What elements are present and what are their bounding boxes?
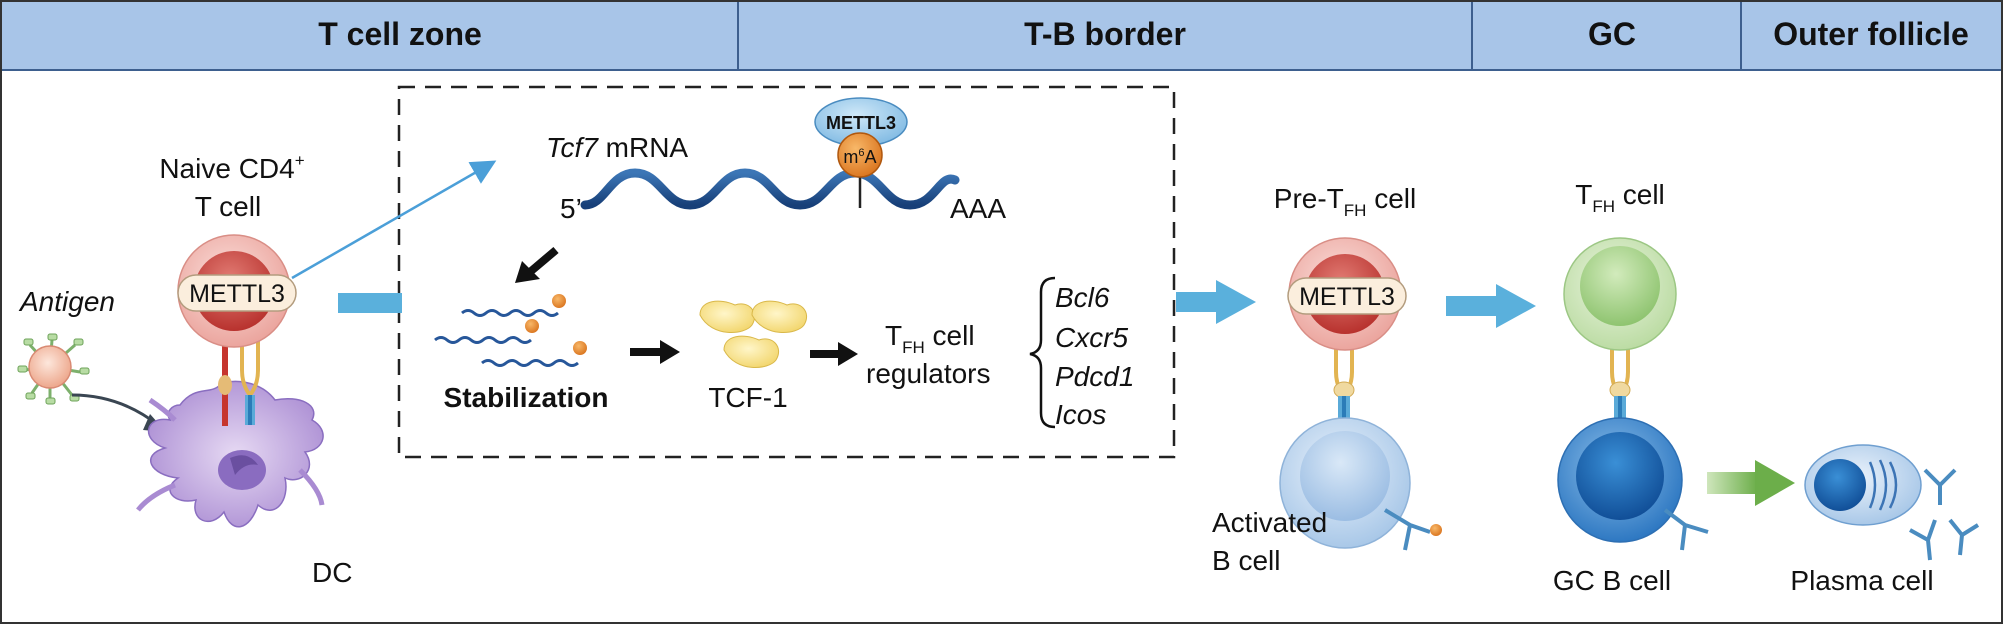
mrna-polya: AAA: [950, 193, 1006, 224]
activated-b-label-1: Activated: [1212, 507, 1327, 538]
gene-brace: [1029, 276, 1056, 429]
svg-text:TFH cell: TFH cell: [1575, 179, 1665, 216]
gene-icos: Icos: [1055, 399, 1106, 430]
pre-tfh-mettl3-label: METTL3: [1299, 283, 1395, 311]
svg-text:TFH cell: TFH cell: [885, 320, 975, 357]
zone-outer-follicle: Outer follicle: [1773, 16, 1969, 52]
arrow-to-regulators: [810, 342, 858, 366]
gc-b-cell: [1557, 417, 1709, 551]
svg-text:Pre-TFH cell: Pre-TFH cell: [1274, 183, 1416, 220]
tfh-receptor: [1609, 348, 1631, 426]
dc-label: DC: [312, 557, 352, 588]
stabilization-label: Stabilization: [444, 382, 609, 413]
tfh-regulators: TFH cell regulators: [866, 320, 991, 389]
antigen-label: Antigen: [18, 286, 115, 317]
mrna-five-prime: 5’: [560, 193, 582, 224]
mrna-suffix: mRNA: [598, 132, 689, 163]
activated-b-label-2: B cell: [1212, 545, 1280, 576]
regulators-label: regulators: [866, 358, 991, 389]
plasma-label: Plasma cell: [1790, 565, 1933, 596]
tcf1-label: TCF-1: [708, 382, 787, 413]
tcf1-proteins: TCF-1: [699, 300, 808, 413]
naive-mettl3-label: METTL3: [189, 280, 285, 308]
tfh-label: TFH cell: [1575, 179, 1665, 216]
stabilization-arrow: [515, 246, 559, 283]
gene-cxcr5: Cxcr5: [1055, 322, 1129, 353]
antigen-uptake-arrow: [71, 393, 159, 427]
arrow-to-tcf1: [630, 340, 680, 364]
arrow-to-tfh: [1446, 284, 1536, 328]
arrow-to-plasma: [1707, 460, 1795, 506]
mrna-strand: [580, 168, 960, 210]
zone-t-b-border: T-B border: [1024, 16, 1186, 52]
arrow-to-pre-tfh: [1176, 280, 1256, 324]
tfh-cell: [1563, 237, 1677, 351]
svg-text:m6A: m6A: [843, 147, 876, 167]
svg-text:Tcf7 mRNA: Tcf7 mRNA: [546, 132, 688, 163]
antigen: Antigen: [17, 286, 166, 432]
gene-pdcd1: Pdcd1: [1055, 361, 1134, 392]
naive-t-cell: METTL3: [177, 234, 297, 348]
naive-label-sup: +: [295, 151, 305, 170]
mettl3-to-mrna-arrow: [291, 160, 497, 280]
activated-b-cell: [1279, 417, 1442, 551]
mrna-writer-label: METTL3: [826, 113, 896, 133]
gc-b-label: GC B cell: [1553, 565, 1671, 596]
zone-t-cell: T cell zone: [318, 16, 482, 52]
plasma-cell: [1804, 444, 1980, 561]
mettl3-writer: METTL3: [814, 97, 908, 147]
naive-receptors: [218, 340, 260, 426]
pre-tfh-receptor: [1333, 348, 1355, 426]
transition-arrow-stub: [338, 293, 402, 313]
svg-text:Naive CD4+: Naive CD4+: [159, 151, 304, 184]
zone-gc: GC: [1588, 16, 1636, 52]
target-gene-list: Bcl6 Cxcr5 Pdcd1 Icos: [1055, 282, 1134, 430]
naive-label-line1: Naive CD4: [159, 153, 294, 184]
stabilized-mrnas: [434, 309, 579, 367]
zone-header: T cell zone T-B border GC Outer follicle: [0, 0, 2003, 71]
pre-tfh-label: Pre-TFH cell: [1274, 183, 1416, 220]
dendritic-cell: DC: [136, 380, 352, 588]
gene-bcl6: Bcl6: [1055, 282, 1110, 313]
naive-t-cell-label: Naive CD4+ T cell: [159, 151, 304, 222]
pre-tfh-cell: METTL3: [1287, 237, 1407, 351]
m6a-mark: m6A: [837, 132, 883, 178]
mrna-gene: Tcf7: [546, 132, 599, 163]
naive-label-line2: T cell: [195, 191, 261, 222]
tcf7-mrna: Tcf7 mRNA 5’ AAA METTL3 m6A: [546, 97, 1006, 224]
